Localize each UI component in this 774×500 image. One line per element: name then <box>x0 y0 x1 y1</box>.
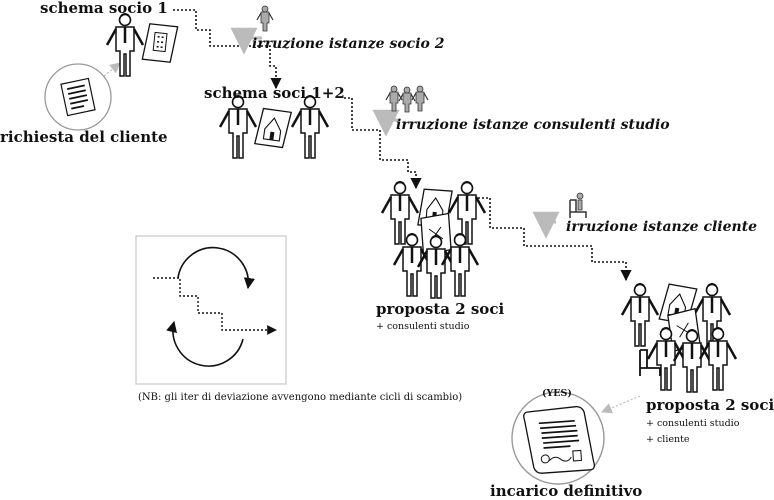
label-yes: (YES) <box>542 388 572 399</box>
cycle-box <box>135 235 287 385</box>
label-incarico: incarico definitivo <box>490 482 643 500</box>
person-icon <box>105 12 145 78</box>
house-plan-icon <box>254 107 292 149</box>
label-proposta-2-sub1: + consulenti studio <box>646 418 740 429</box>
stair-path-2 <box>344 97 422 190</box>
grey-arrow-cliente <box>532 211 560 239</box>
person-icon <box>698 326 738 392</box>
grey-arrow-cliente-link <box>103 62 121 77</box>
grey-arrow-socio-2 <box>230 27 262 55</box>
label-irruzione-consulenti: irruzione istanze consulenti studio <box>396 117 670 133</box>
label-proposta-1-sub: + consulenti studio <box>376 321 470 332</box>
stair-path-3 <box>474 197 632 282</box>
chair-icon <box>639 349 661 376</box>
person-icon <box>290 94 330 160</box>
label-irruzione-socio-2: irruzione istanze socio 2 <box>252 36 445 52</box>
person-icon <box>256 5 274 32</box>
document-icon <box>511 391 605 485</box>
cycle-arrows-icon <box>153 246 277 367</box>
person-icon <box>620 282 660 348</box>
grey-arrow-consulenti <box>372 109 400 137</box>
person-icon <box>447 180 487 246</box>
house-plan-icon <box>141 22 179 64</box>
grey-arrow-incarico <box>601 395 641 414</box>
label-schema-soci-12: schema soci 1+2 <box>204 84 345 102</box>
label-proposta-2-sub2: + cliente <box>646 434 690 445</box>
label-note: (NB: gli iter di deviazione avvengono me… <box>138 392 463 403</box>
document-icon <box>44 63 112 131</box>
label-schema-socio-1: schema socio 1 <box>40 0 168 17</box>
stair-path-1 <box>173 9 282 90</box>
label-irruzione-cliente: irruzione istanze cliente <box>566 219 758 235</box>
person-icon <box>411 85 429 112</box>
label-proposta-1-title: proposta 2 soci <box>376 300 505 318</box>
person-icon <box>385 85 403 112</box>
label-proposta-2-title: proposta 2 soci <box>646 396 774 414</box>
label-richiesta-cliente: richiesta del cliente <box>0 128 168 146</box>
chair-icon <box>569 192 587 218</box>
person-icon <box>218 94 258 160</box>
